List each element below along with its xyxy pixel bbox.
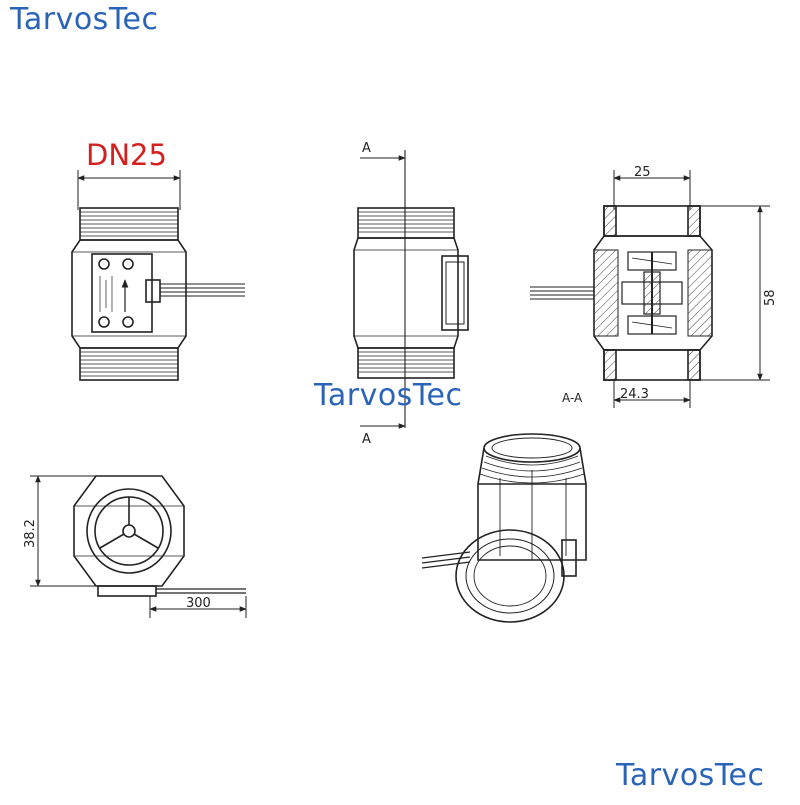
thread-outer-ring (86, 488, 172, 574)
watermark-middle: TarvosTec (314, 378, 463, 413)
dim-outer-diameter: 38.2 (23, 519, 38, 548)
wire-bundle (530, 286, 594, 300)
screw-icon (98, 258, 110, 270)
front-view (71, 170, 245, 381)
iso-bottom-thread-ring (455, 529, 565, 623)
screw-icon (122, 258, 134, 270)
isometric-view (421, 433, 587, 623)
section-thread-top (603, 205, 701, 237)
impeller-blades-icon (99, 497, 159, 549)
side-thread-bottom (357, 347, 455, 379)
wire-bundle (421, 551, 471, 569)
section-thread-bottom (603, 349, 701, 381)
side-view (353, 150, 469, 429)
screw-icon (98, 316, 110, 328)
watermark-bottom: TarvosTec (616, 758, 765, 793)
section-view (530, 170, 770, 408)
side-sensor-housing (441, 255, 469, 331)
dim-wire-length: 300 (186, 596, 211, 611)
iso-hex-body (477, 483, 587, 561)
screw-icon (122, 316, 134, 328)
sensor-tab (97, 585, 157, 597)
hex-nut-outline (73, 475, 185, 587)
impeller-hub (122, 524, 136, 538)
section-marker-top: A (362, 141, 371, 156)
model-label: DN25 (86, 138, 167, 172)
cable-exit (145, 279, 161, 303)
end-view (30, 475, 247, 618)
watermark-top: TarvosTec (10, 2, 159, 37)
iso-sensor-housing (561, 539, 577, 577)
section-marker-bottom: A (362, 432, 371, 447)
dim-body-width: 25 (634, 165, 651, 180)
dim-thread-length: 24.3 (620, 387, 649, 402)
rotor-impeller (621, 251, 683, 335)
dim-overall-length: 58 (763, 289, 778, 306)
sensor-label-plate (91, 253, 153, 333)
section-label: A-A (562, 391, 583, 405)
side-thread-top (357, 207, 455, 239)
wire-bundle (160, 283, 245, 297)
